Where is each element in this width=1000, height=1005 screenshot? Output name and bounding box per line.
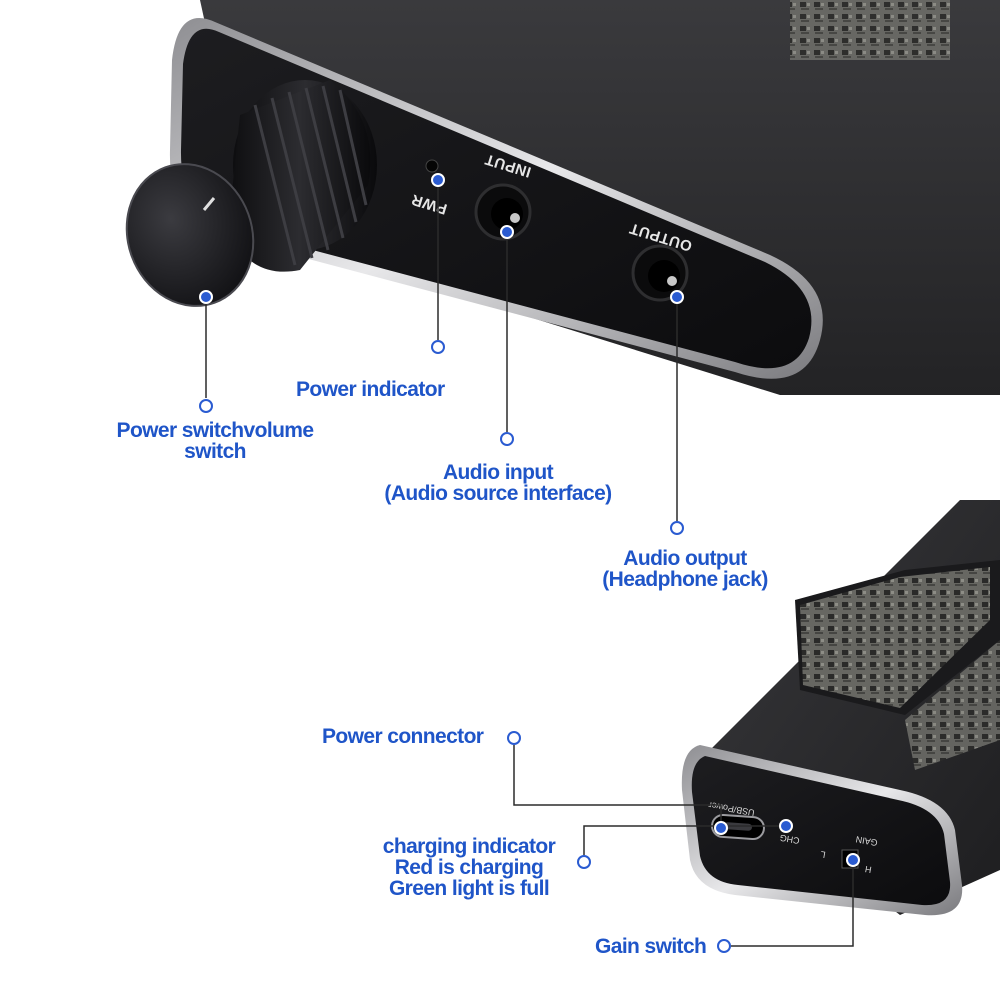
chg-label: CHG	[779, 833, 800, 846]
output-jack[interactable]	[631, 244, 689, 302]
gain-low-label: L	[820, 849, 827, 860]
callout-charging-indicator: charging indicator Red is charging Green…	[382, 835, 556, 900]
leader-lines	[205, 182, 854, 947]
callout-gain-switch: Gain switch	[595, 935, 707, 958]
callout-audio-output: Audio output (Headphone jack)	[602, 547, 768, 591]
anchor-dots	[199, 173, 860, 867]
callout-power-switch: Power switchvolume switch	[116, 419, 315, 463]
volume-knob[interactable]	[107, 80, 377, 324]
callout-rings	[199, 340, 731, 953]
gain-label: GAIN	[855, 834, 878, 848]
callout-audio-input: Audio input (Audio source interface)	[384, 461, 612, 505]
top-device: PWR INPUT OUTPUT	[107, 0, 1000, 395]
callout-power-indicator: Power indicator	[296, 378, 445, 401]
bottom-device: USB/Power CHG GAIN L H	[681, 500, 1000, 916]
power-led	[425, 159, 439, 173]
callout-power-connector: Power connector	[322, 725, 484, 748]
input-jack[interactable]	[474, 183, 532, 241]
gain-high-label: H	[864, 864, 872, 875]
